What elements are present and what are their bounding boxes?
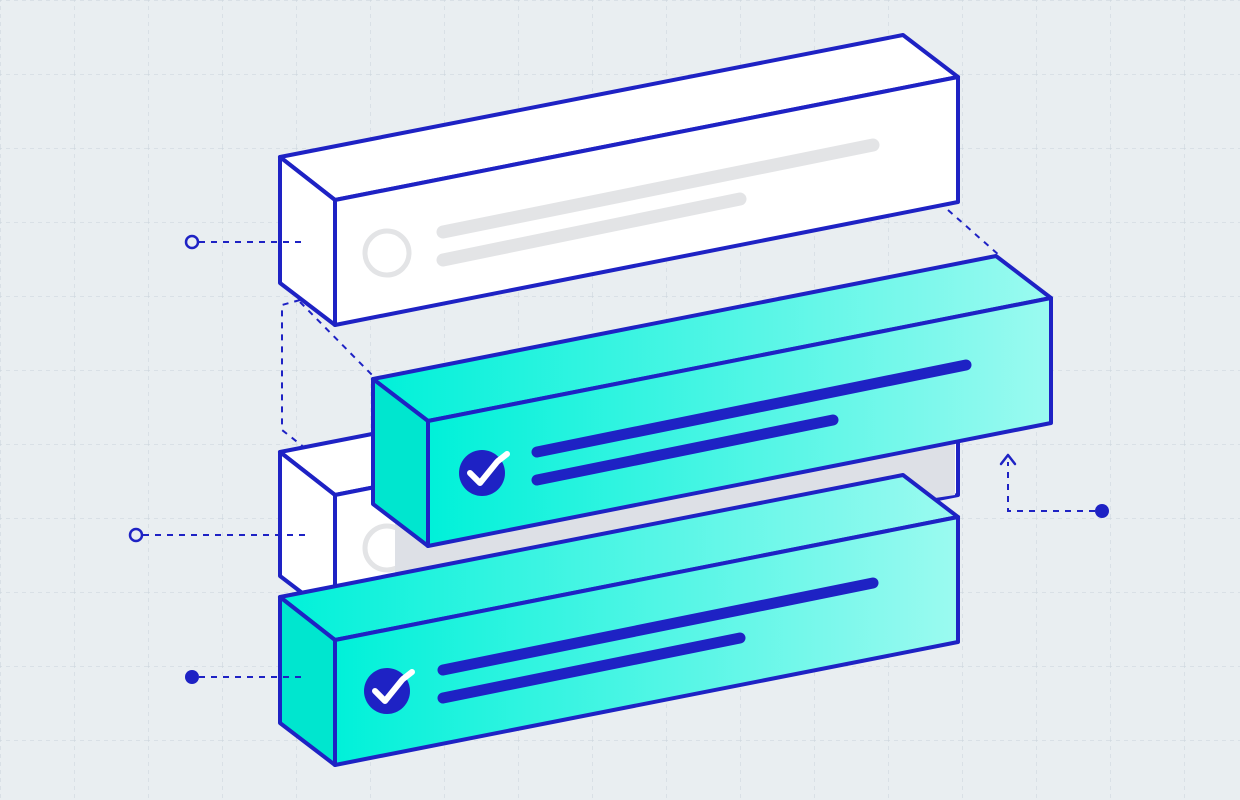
text-line <box>531 414 839 486</box>
text-line <box>437 632 746 704</box>
text-line <box>531 359 972 458</box>
connector-row-2 <box>999 453 1109 518</box>
checkmark-circle-icon <box>364 668 415 714</box>
filled-dot-icon <box>1095 504 1109 518</box>
connector-row-3 <box>128 527 305 543</box>
text-placeholder-line <box>436 138 880 239</box>
hollow-dot-icon <box>184 234 200 250</box>
task-row-1 <box>278 33 960 327</box>
text-placeholder-line <box>436 192 747 267</box>
task-row-2 <box>371 254 1053 548</box>
filled-dot-icon <box>185 670 199 684</box>
task-row-4 <box>278 473 960 767</box>
checkmark-circle-icon <box>459 450 510 496</box>
hollow-dot-icon <box>128 527 144 543</box>
arrow-up-icon <box>999 453 1017 466</box>
connector-row-1 <box>184 234 305 250</box>
empty-circle-icon <box>362 228 412 278</box>
text-line <box>437 577 879 676</box>
connector-row-4 <box>185 670 305 684</box>
